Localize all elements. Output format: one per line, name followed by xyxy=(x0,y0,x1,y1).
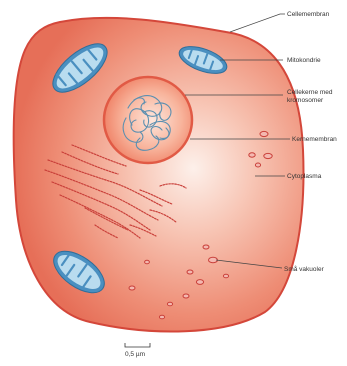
label-nuclear-membrane: Kernemembran xyxy=(292,136,337,143)
label-cell-membrane: Cellemembran xyxy=(287,11,330,18)
scale-bar-label: 0,5 µm xyxy=(125,351,145,358)
scale-bar: 0,5 µm xyxy=(125,343,150,358)
label-mitochondrion: Mitokondrie xyxy=(287,57,321,64)
nucleus xyxy=(104,77,192,163)
label-vacuoles: Små vakuoler xyxy=(284,265,325,273)
label-nucleus-line1: Cellekerne med xyxy=(287,89,333,96)
label-nucleus-line2: kromosomer xyxy=(287,97,324,104)
label-cytoplasm: Cytoplasma xyxy=(287,173,322,180)
